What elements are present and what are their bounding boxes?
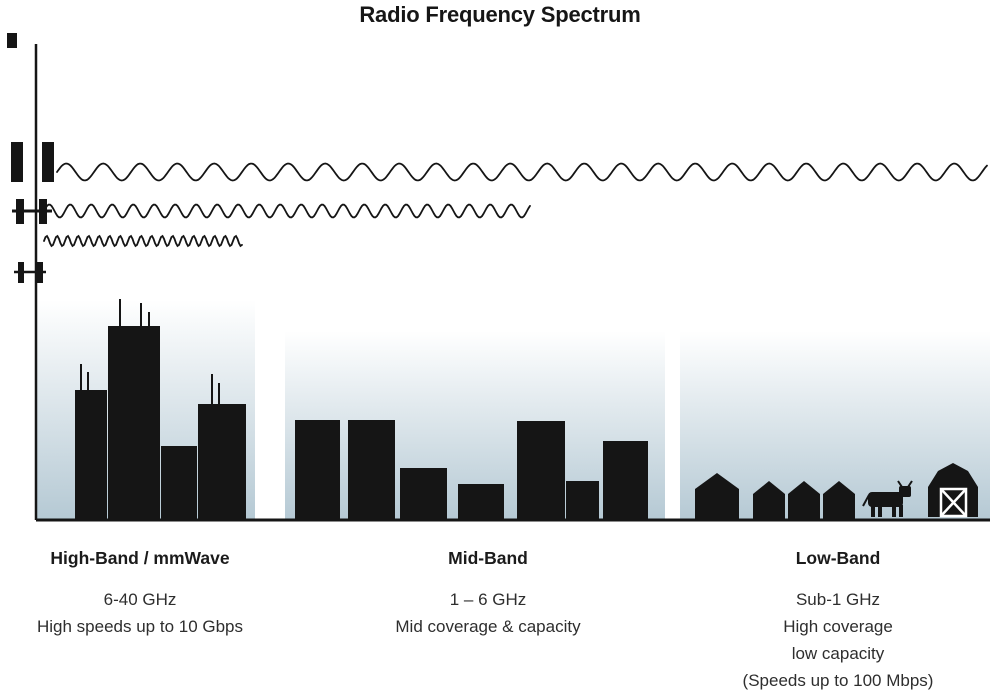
band-line: High coverage (783, 617, 893, 636)
radio-waves (43, 162, 988, 248)
band-line: (Speeds up to 100 Mbps) (742, 671, 934, 690)
antenna-panel-icon (37, 262, 43, 283)
low-frequency-wave (56, 162, 988, 182)
skyscraper (75, 390, 107, 520)
house-icon (753, 481, 785, 520)
antenna-panel-icon (11, 142, 23, 182)
barn-icon (928, 463, 978, 518)
building (566, 481, 599, 520)
cow-icon (862, 480, 913, 517)
house-icon (788, 481, 820, 520)
band-line: low capacity (791, 644, 885, 663)
band-label-mid: Mid-Band 1 – 6 GHz Mid coverage & capaci… (366, 548, 610, 640)
house-icon (695, 473, 739, 520)
band-line: Mid coverage & capacity (395, 617, 581, 636)
antenna-top-icon (7, 33, 17, 48)
antenna-panel-icon (39, 199, 47, 224)
low-band-scene (695, 463, 978, 520)
antenna-panel-icon (42, 142, 54, 182)
diagram-title: Radio Frequency Spectrum (359, 2, 641, 27)
band-line: 6-40 GHz (103, 590, 177, 609)
skyscraper (108, 326, 160, 520)
band-line: High speeds up to 10 Gbps (36, 617, 244, 636)
building (603, 441, 648, 520)
mid-frequency-wave (43, 203, 531, 219)
building (400, 468, 447, 520)
antenna-panel-icon (16, 199, 24, 224)
antenna-panel-icon (18, 262, 24, 283)
skyscraper (198, 404, 246, 520)
band-label-high: High-Band / mmWave 6-40 GHz High speeds … (18, 548, 262, 640)
mid-band-skyline (295, 420, 648, 520)
building (458, 484, 504, 520)
band-line: 1 – 6 GHz (449, 590, 527, 609)
skyscraper (161, 446, 197, 520)
cell-tower (7, 33, 54, 520)
high-band-skyline (75, 299, 246, 520)
band-label-low: Low-Band Sub-1 GHz High coverage low cap… (688, 548, 988, 694)
band-name: Mid-Band (448, 548, 528, 568)
building (295, 420, 340, 520)
house-icon (823, 481, 855, 520)
band-name: Low-Band (795, 548, 881, 568)
band-line: Sub-1 GHz (795, 590, 881, 609)
high-frequency-wave (43, 234, 243, 248)
building (517, 421, 565, 520)
diagram-canvas (7, 33, 990, 522)
band-name: High-Band / mmWave (50, 548, 230, 568)
building (348, 420, 395, 520)
